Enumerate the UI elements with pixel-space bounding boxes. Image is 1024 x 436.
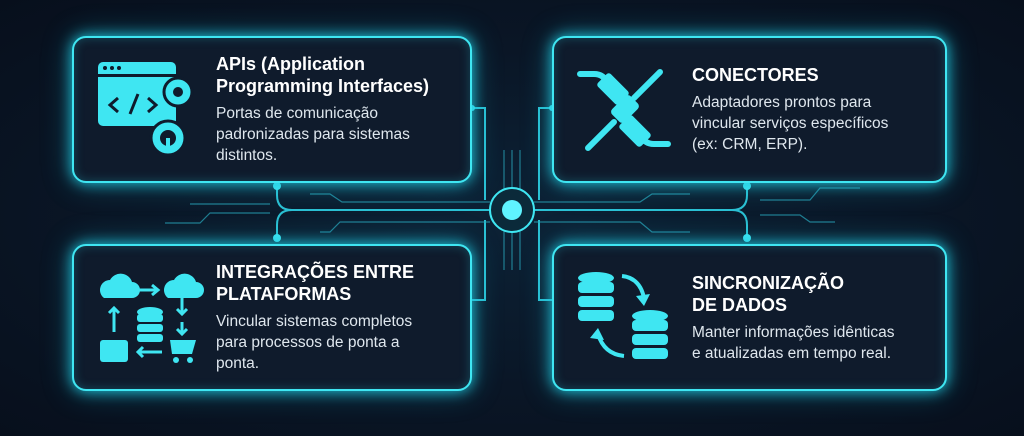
card-title: SINCRONIZAÇÃO DE DADOS [692,272,937,316]
card-text: SINCRONIZAÇÃO DE DADOS Manter informaçõe… [692,246,937,389]
card-description: Portas de comunicação padronizadas para … [216,103,462,166]
desc-line: Manter informações idênticas [692,323,895,341]
platform-integration-icon [100,273,204,363]
plug-connector-icon [577,69,671,151]
desc-line: e atualizadas em tempo real. [692,344,892,362]
card-apis: APIs (Application Programming Interfaces… [72,36,472,183]
desc-line: para processos de ponta a [216,334,400,351]
title-line: SINCRONIZAÇÃO [692,272,844,293]
card-title: INTEGRAÇÕES ENTRE PLATAFORMAS [216,261,462,305]
code-window-gears-icon [98,62,194,157]
card-integracoes: INTEGRAÇÕES ENTRE PLATAFORMAS Vincular s… [72,244,472,391]
card-description: Adaptadores prontos para vincular serviç… [692,92,937,155]
card-title: CONECTORES [692,65,819,85]
card-description: Manter informações idênticas e atualizad… [692,322,937,364]
card-sincronizacao: SINCRONIZAÇÃO DE DADOS Manter informaçõe… [552,244,947,391]
card-text: CONECTORES Adaptadores prontos para vinc… [692,38,937,181]
card-description: Vincular sistemas completos para process… [216,311,462,374]
card-title: APIs (Application Programming Interfaces… [216,53,462,97]
card-conectores: CONECTORES Adaptadores prontos para vinc… [552,36,947,183]
card-text: INTEGRAÇÕES ENTRE PLATAFORMAS Vincular s… [216,246,462,389]
desc-line: Adaptadores prontos para [692,94,872,111]
desc-line: Vincular sistemas completos [216,313,413,330]
desc-line: (ex: CRM, ERP). [692,136,808,153]
title-line: DE DADOS [692,294,788,315]
card-text: APIs (Application Programming Interfaces… [216,38,462,181]
desc-line: padronizadas para sistemas [216,126,410,143]
title-line: Programming Interfaces) [216,76,430,96]
database-sync-icon [578,272,668,359]
title-line: PLATAFORMAS [216,284,352,304]
title-line: APIs (Application [216,54,366,74]
desc-line: Portas de comunicação [216,105,378,122]
desc-line: ponta. [216,355,260,372]
title-line: INTEGRAÇÕES ENTRE [216,262,415,282]
desc-line: distintos. [216,147,278,164]
desc-line: vincular serviços específicos [692,115,889,132]
